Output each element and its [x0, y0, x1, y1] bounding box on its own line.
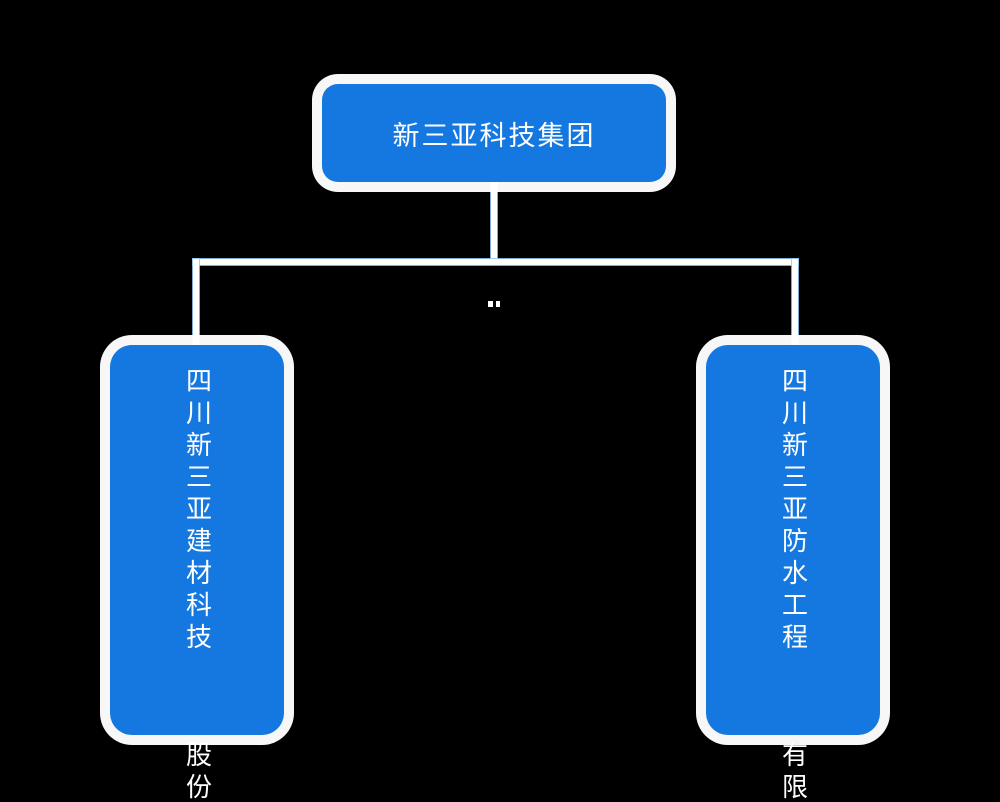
org-node-left[interactable]: 四川新三亚建材科技 股份有限公司: [110, 345, 284, 802]
org-node-left-label-column-2: 股份有限公司: [176, 655, 217, 802]
org-node-right-text: 四川新三亚防水工程 有限公司: [772, 345, 813, 802]
org-node-right[interactable]: 四川新三亚防水工程 有限公司: [706, 345, 880, 802]
org-node-root-label: 新三亚科技集团: [392, 120, 596, 151]
org-node-left-text: 四川新三亚建材科技 股份有限公司: [176, 345, 217, 802]
org-node-right-label-column-2: 有限公司: [772, 655, 813, 802]
org-node-right-label-column-1: 四川新三亚防水工程: [778, 367, 809, 655]
org-node-left-label-column-1: 四川新三亚建材科技: [182, 367, 213, 655]
org-node-root[interactable]: 新三亚科技集团: [322, 84, 666, 182]
render-artifact-dot-left: [488, 301, 493, 307]
connector-horizontal-bar: [193, 259, 798, 265]
connector-drop-right: [792, 259, 798, 349]
render-artifact-dot-right: [496, 301, 500, 307]
connector-root-stem: [491, 182, 497, 264]
connector-drop-left: [193, 259, 199, 349]
